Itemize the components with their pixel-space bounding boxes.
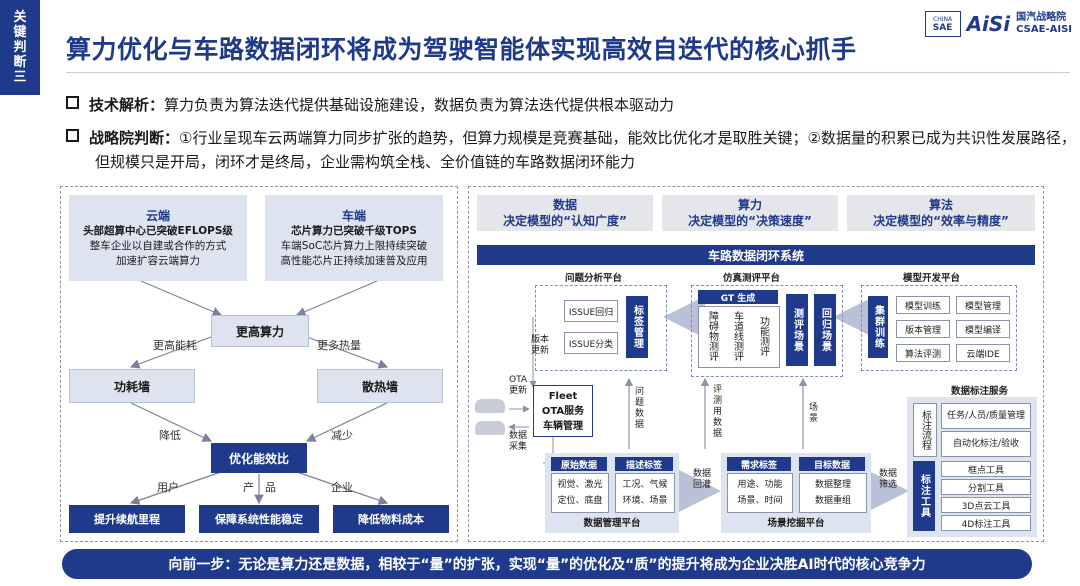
label-manage-box: 标签管理 xyxy=(626,296,648,358)
section-tag: 关键判断三 xyxy=(0,0,40,95)
label-problem-data: 问题数据 xyxy=(635,387,645,430)
bullet-square-icon xyxy=(66,96,79,109)
problem-analysis-box: ISSUE回归 ISSUE分类 标签管理 xyxy=(535,285,667,371)
desc-tag-box: 工况、气候环境、场景 xyxy=(615,473,675,513)
label-service-box: 标注流程 任务/人员/质量管理 自动化标注/验收 标注工具 框点工具 分割工具 … xyxy=(907,397,1037,537)
logo-brand: AiSi xyxy=(966,12,1011,36)
label-data-collect: 数据采集 xyxy=(509,431,528,452)
segment-tool: 分割工具 xyxy=(941,479,1031,495)
label-service-title: 数据标注服务 xyxy=(951,386,1009,397)
lane-eval: 车道线测评 xyxy=(727,310,747,362)
cloud-ide-box: 云端IDE xyxy=(956,344,1010,362)
task-manage-box: 任务/人员/质量管理 xyxy=(941,403,1031,429)
bullet-tech-analysis: 技术解析：算力负责为算法迭代提供基础设施建设，数据负责为算法迭代提供根本驱动力 xyxy=(66,93,674,117)
need-tag-box: 用途、功能场景、时间 xyxy=(727,473,793,513)
simulation-box: GT 生成 障碍物测评 车道线测评 功能测评 测评场景 回归场景 xyxy=(691,285,843,377)
conclusion-banner: 向前一步：无论是算力还是数据，相较于“量”的扩张，实现“量”的优化及“质”的提升… xyxy=(62,549,1032,579)
data-loop-panel: 数据决定模型的“认知广度” 算力决定模型的“决策速度” 算法决定模型的“效率与精… xyxy=(468,186,1044,542)
label-reduce-1: 降低 xyxy=(159,429,181,442)
model-train-box: 模型训练 xyxy=(896,296,950,314)
auto-label-box: 自动化标注/验收 xyxy=(941,431,1031,457)
optimize-efficiency-box: 优化能效比 xyxy=(211,443,307,473)
model-dev-box: 集群训练 模型训练 模型管理 版本管理 模型编译 算法评测 云端IDE xyxy=(861,285,1017,371)
label-data-backfill: 数据回灌 xyxy=(693,469,712,490)
target-data-header: 目标数据 xyxy=(799,457,865,471)
issue-classify-box: ISSUE分类 xyxy=(564,332,618,354)
title-divider xyxy=(66,72,1070,73)
raw-data-header: 原始数据 xyxy=(551,457,607,471)
platform-model-dev: 模型开发平台 xyxy=(903,273,961,284)
label-flow-box: 标注流程 xyxy=(913,403,937,457)
model-manage-box: 模型管理 xyxy=(956,296,1010,314)
bbox-tool: 框点工具 xyxy=(941,461,1031,477)
obstacle-eval: 障碍物测评 xyxy=(702,310,722,362)
version-manage-box: 版本管理 xyxy=(896,320,950,338)
car-icon xyxy=(475,421,505,435)
compute-arrows xyxy=(129,280,389,505)
label-enterprise: 企业 xyxy=(331,481,353,494)
page-title: 算力优化与车路数据闭环将成为驾驶智能体实现高效自迭代的核心抓手 xyxy=(66,35,857,64)
label-ota-update: OTA更新 xyxy=(509,375,528,396)
bullet-strategy-judgment: 战略院判断：①行业呈现车云两端算力同步扩张的趋势，但算力规模是竞赛基础，能效比优… xyxy=(66,126,1080,174)
output-range-box: 提升续航里程 xyxy=(69,505,185,533)
label-tool-box: 标注工具 xyxy=(913,461,935,531)
label-more-energy: 更高能耗 xyxy=(153,339,197,352)
header-algorithm: 算法决定模型的“效率与精度” xyxy=(847,195,1035,231)
issue-regress-box: ISSUE回归 xyxy=(564,300,618,322)
cluster-train-box: 集群训练 xyxy=(868,296,888,358)
label-reduce-2: 减少 xyxy=(331,429,353,442)
label-scene: 场景 xyxy=(809,403,819,424)
header-data: 数据决定模型的“认知广度” xyxy=(477,195,653,231)
test-scene-box: 测评场景 xyxy=(786,294,808,366)
power-wall-box: 功耗墙 xyxy=(69,369,195,403)
cloud-box: 云端 头部超算中心已突破EFLOPS级 整车企业以自建或合作的方式 加速扩容云端… xyxy=(69,195,247,281)
scene-mining-platform: 需求标签 用途、功能场景、时间 目标数据 数据整理数据重组 场景挖掘平台 xyxy=(721,453,871,533)
label-more-heat: 更多热量 xyxy=(317,339,361,352)
output-cost-box: 降低物料成本 xyxy=(333,505,449,533)
platform-simulation: 仿真测评平台 xyxy=(723,273,781,284)
label-eval-data: 评测用数据 xyxy=(713,385,723,439)
gt-generate-box: GT 生成 xyxy=(698,290,778,304)
sim-group-box: 障碍物测评 车道线测评 功能测评 xyxy=(698,306,780,368)
label-version-update: 版本更新 xyxy=(531,335,550,356)
platform-problem-analysis: 问题分析平台 xyxy=(565,273,623,284)
target-data-box: 数据整理数据重组 xyxy=(799,473,867,513)
output-stability-box: 保障系统性能稳定 xyxy=(199,505,319,533)
data-manage-platform: 原始数据 视觉、激光定位、底盘 描述标签 工况、气候环境、场景 数据管理平台 xyxy=(545,453,679,533)
scene-mining-title: 场景挖掘平台 xyxy=(767,518,825,529)
data-loop-arrows xyxy=(508,296,909,512)
regress-scene-box: 回归场景 xyxy=(814,294,836,366)
car-icon xyxy=(475,399,505,413)
system-bar: 车路数据闭环系统 xyxy=(477,245,1035,265)
label-user: 用户 xyxy=(157,481,179,494)
label-data-filter: 数据筛选 xyxy=(879,469,898,490)
algo-eval-box: 算法评测 xyxy=(896,344,950,362)
function-eval: 功能测评 xyxy=(753,310,773,362)
compute-panel: 云端 头部超算中心已突破EFLOPS级 整车企业以自建或合作的方式 加速扩容云端… xyxy=(60,186,458,542)
raw-data-box: 视觉、激光定位、底盘 xyxy=(551,473,609,513)
model-compile-box: 模型编译 xyxy=(956,320,1010,338)
bullet-square-icon xyxy=(66,129,79,142)
pointcloud-tool: 3D点云工具 xyxy=(941,497,1031,513)
heat-wall-box: 散热墙 xyxy=(317,369,443,403)
4d-label-tool: 4D标注工具 xyxy=(941,515,1031,531)
desc-tag-header: 描述标签 xyxy=(615,457,673,471)
header-compute: 算力决定模型的“决策速度” xyxy=(662,195,838,231)
data-manage-title: 数据管理平台 xyxy=(583,518,641,529)
higher-compute-box: 更高算力 xyxy=(211,315,309,347)
label-product: 产 品 xyxy=(243,481,276,494)
need-tag-header: 需求标签 xyxy=(727,457,791,471)
car-box: 车端 芯片算力已突破千级TOPS 车端SoC芯片算力上限持续突破 高性能芯片正持… xyxy=(265,195,443,281)
